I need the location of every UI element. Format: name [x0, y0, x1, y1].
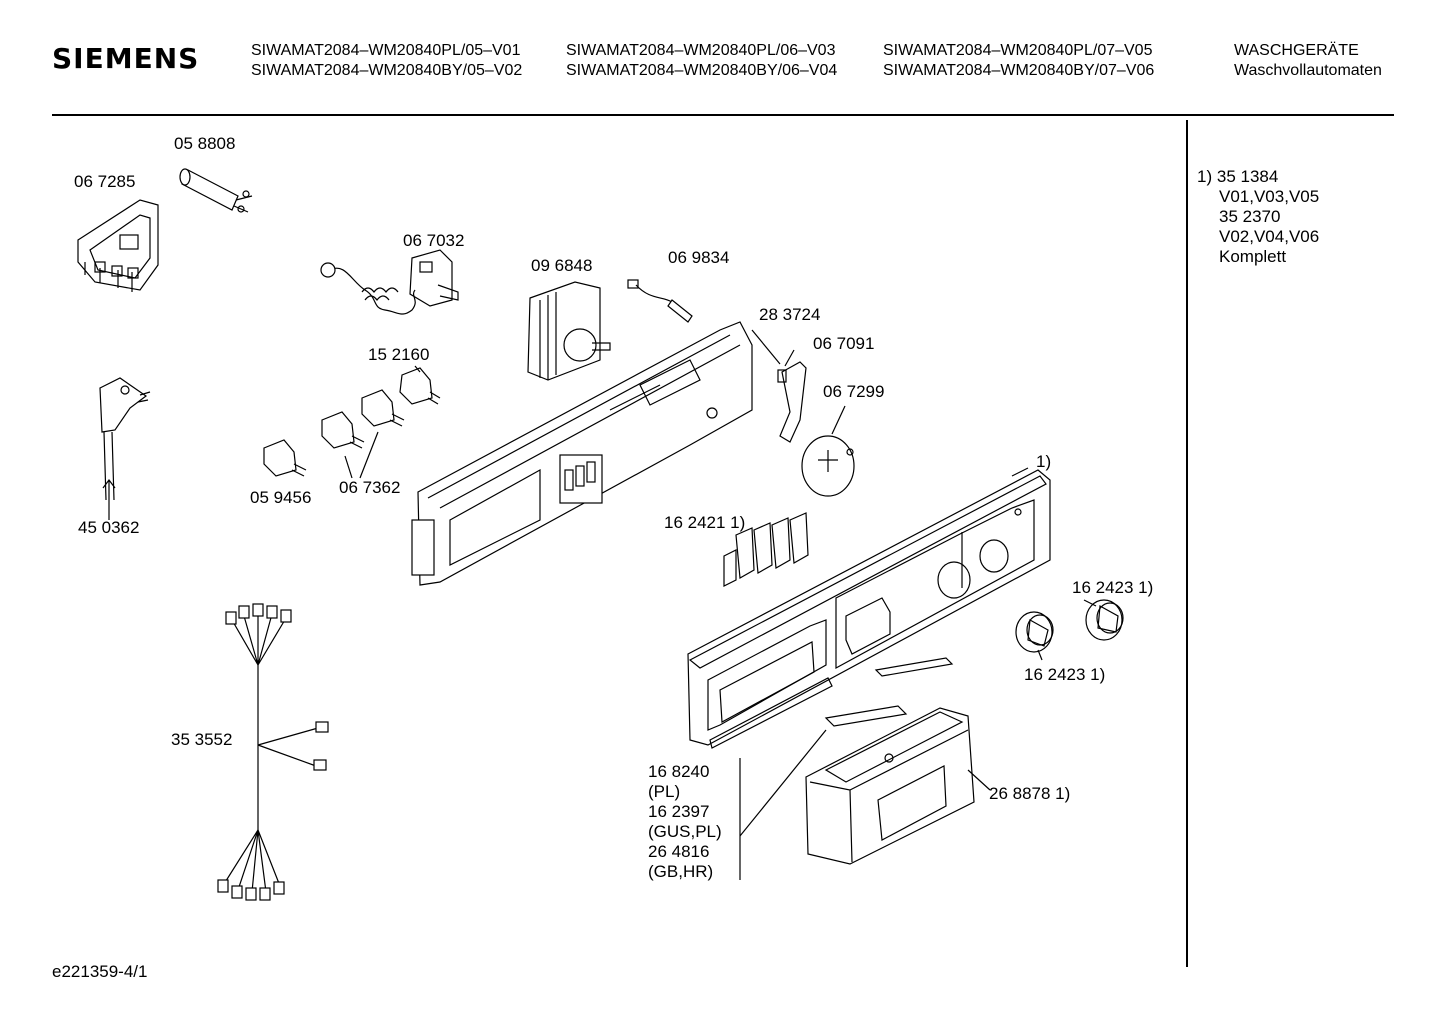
- drawing-id: e221359-4/1: [52, 962, 148, 981]
- siemens-logo: SIEMENS: [52, 42, 200, 75]
- power-cord-part: [99, 377, 151, 520]
- switches-part: [263, 365, 441, 479]
- variant-list: 16 8240 (PL) 16 2397 (GUS,PL) 26 4816 (G…: [648, 762, 722, 882]
- variant-line: 16 8240: [648, 762, 710, 781]
- part-label: 45 0362: [78, 518, 140, 537]
- part-label: 1): [1036, 452, 1052, 471]
- footnote-line: V02,V04,V06: [1219, 227, 1320, 246]
- bracket-part: [77, 199, 159, 292]
- model-line: SIWAMAT2084–WM20840BY/07–V06: [883, 62, 1155, 79]
- footnote-line: 35 1384: [1216, 167, 1279, 186]
- footnote-marker: 1): [1197, 167, 1213, 186]
- clip-part: [751, 329, 807, 443]
- part-label: 16 2421 1): [664, 513, 746, 532]
- part-label: 15 2160: [368, 345, 430, 364]
- category-block: WASCHGERÄTE Waschvollautomaten: [1234, 41, 1382, 81]
- sensor-cable-part: [627, 279, 693, 323]
- part-label: 16 2423 1): [1072, 578, 1154, 597]
- model-column-1: SIWAMAT2084–WM20840PL/05–V01 SIWAMAT2084…: [251, 41, 522, 81]
- variant-line: 26 4816: [648, 842, 710, 861]
- thermostat-part: [320, 249, 459, 315]
- model-column-2: SIWAMAT2084–WM20840PL/06–V03 SIWAMAT2084…: [566, 41, 837, 81]
- footnote-line: Komplett: [1219, 247, 1287, 266]
- variant-line: (GUS,PL): [648, 822, 722, 841]
- model-line: SIWAMAT2084–WM20840BY/06–V04: [566, 62, 838, 79]
- part-label: 06 9834: [668, 248, 730, 267]
- push-buttons-part: [723, 512, 809, 587]
- part-label: 16 2423 1): [1024, 665, 1106, 684]
- model-line: SIWAMAT2084–WM20840PL/07–V05: [883, 42, 1153, 59]
- part-label: 06 7032: [403, 231, 465, 250]
- category-subtitle: Waschvollautomaten: [1234, 62, 1382, 79]
- part-label: 09 6848: [531, 256, 593, 275]
- part-label: 06 7299: [823, 382, 885, 401]
- notes-divider: [1186, 120, 1188, 967]
- control-panel-frame: [411, 321, 753, 586]
- insert-strip-part: [739, 657, 954, 880]
- part-label: 05 9456: [250, 488, 312, 507]
- model-line: SIWAMAT2084–WM20840PL/05–V01: [251, 42, 521, 59]
- variant-line: (PL): [648, 782, 681, 801]
- part-label: 06 7091: [813, 334, 875, 353]
- category-title: WASCHGERÄTE: [1234, 42, 1359, 59]
- footnote-block: 1) 35 1384 V01,V03,V05 35 2370 V02,V04,V…: [1197, 167, 1319, 267]
- part-label: 05 8808: [174, 134, 236, 153]
- timer-part: [527, 281, 611, 381]
- footnote-line: 35 2370: [1219, 207, 1281, 226]
- model-line: SIWAMAT2084–WM20840PL/06–V03: [566, 42, 836, 59]
- disc-part: [801, 405, 855, 497]
- part-label: 06 7285: [74, 172, 136, 191]
- part-label: 26 8878 1): [989, 784, 1071, 803]
- fascia-panel: [687, 467, 1051, 749]
- variant-line: (GB,HR): [648, 862, 714, 881]
- model-line: SIWAMAT2084–WM20840BY/05–V02: [251, 62, 523, 79]
- variant-line: 16 2397: [648, 802, 710, 821]
- part-label: 06 7362: [339, 478, 401, 497]
- capacitor-part: [179, 168, 253, 213]
- part-label: 28 3724: [759, 305, 821, 324]
- detergent-drawer-part: [805, 707, 991, 865]
- model-column-3: SIWAMAT2084–WM20840PL/07–V05 SIWAMAT2084…: [883, 41, 1154, 81]
- knobs-part: [1015, 599, 1124, 661]
- footnote-line: V01,V03,V05: [1219, 187, 1320, 206]
- header-divider: [52, 114, 1394, 116]
- wiring-harness-part: [217, 603, 329, 901]
- part-label: 35 3552: [171, 730, 233, 749]
